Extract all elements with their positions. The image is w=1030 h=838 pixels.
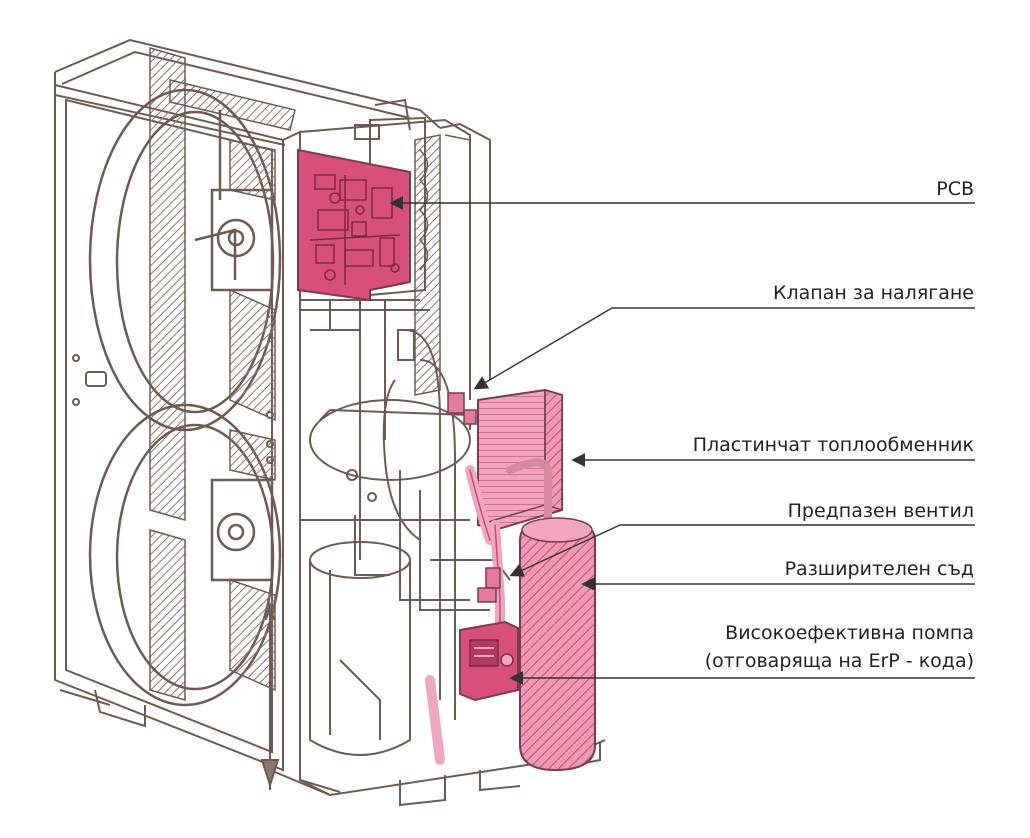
expansion-vessel-part xyxy=(519,517,596,772)
fan-upper xyxy=(88,88,282,432)
label-expansion-vessel: Разширителен съд xyxy=(784,558,974,580)
label-pump-line2: (отговаряща на ErP - кода) xyxy=(704,650,974,672)
label-pressure-valve: Клапан за налягане xyxy=(773,282,974,304)
leader-pressure-valve xyxy=(473,307,975,390)
compressor xyxy=(300,299,511,756)
pressure-valve-part xyxy=(447,392,477,425)
unit-body xyxy=(54,38,606,807)
label-plate-heat-exchanger: Пластинчат топлообменник xyxy=(692,434,974,456)
water-piping xyxy=(425,458,552,765)
fan-lower xyxy=(88,403,282,707)
rear-coil xyxy=(149,47,296,701)
pcb-board xyxy=(297,148,411,302)
fan-upper-grille xyxy=(229,139,276,422)
fan-lower-grille xyxy=(229,429,276,692)
label-pump-line1: Високоефективна помпа xyxy=(725,622,974,644)
label-pcb: PCB xyxy=(936,178,974,200)
leader-lines xyxy=(389,196,975,685)
safety-valve-part xyxy=(477,567,501,603)
side-coil xyxy=(414,134,471,396)
label-safety-valve: Предпазен вентил xyxy=(787,500,974,522)
drain-post xyxy=(260,601,280,790)
pump-part xyxy=(459,620,519,702)
leader-safety-valve xyxy=(509,524,975,577)
